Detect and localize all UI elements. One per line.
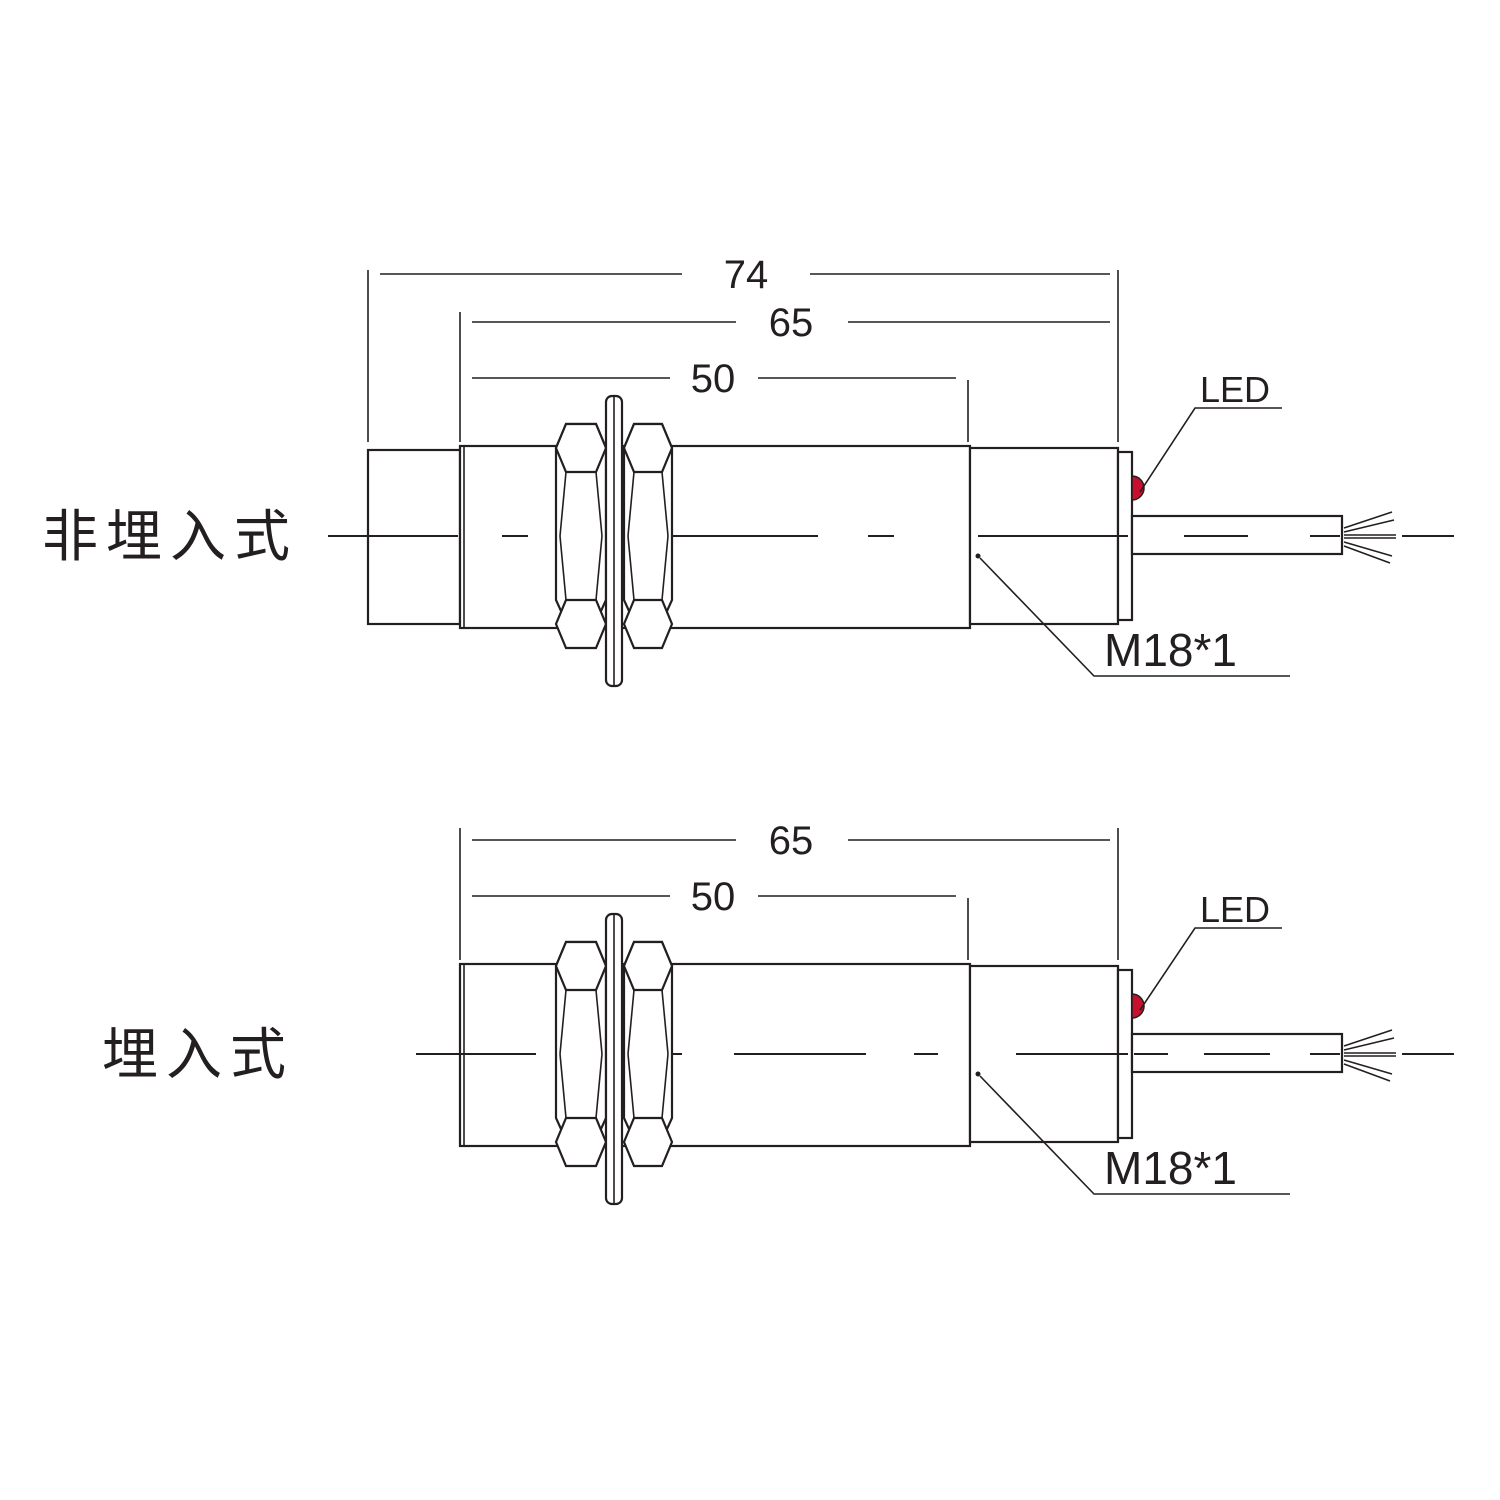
flush-dimension-65: 65 xyxy=(459,819,1119,960)
mounting-nut-left xyxy=(554,422,608,650)
flush-dimension-50: 50 xyxy=(472,875,969,960)
washer xyxy=(604,394,624,688)
dimension-50-label: 50 xyxy=(691,357,736,401)
flush-dimension-50-label: 50 xyxy=(691,875,736,919)
flush-thread-leader-line xyxy=(979,1075,1290,1195)
flush-title: 埋入式 xyxy=(102,1023,294,1088)
thread-label: M18*1 xyxy=(1104,624,1237,676)
flush-cable-wires xyxy=(1343,1029,1396,1082)
flush-threaded-body xyxy=(458,962,972,1148)
flush-dimension-65-label: 65 xyxy=(769,819,814,863)
dimension-65-label: 65 xyxy=(769,301,814,345)
dimension-74: 74 xyxy=(367,253,1119,442)
dimension-74-label: 74 xyxy=(724,253,769,297)
non-flush-title: 非埋入式 xyxy=(42,505,298,570)
flush-mounting-nut-right xyxy=(622,940,674,1168)
dimension-50: 50 xyxy=(472,357,969,442)
flush-led-indicator xyxy=(1131,993,1145,1019)
led-label: LED xyxy=(1200,369,1270,410)
flush-thread-label: M18*1 xyxy=(1104,1142,1237,1194)
cable-wires xyxy=(1343,511,1396,564)
non-flush-sensor-drawing: 非埋入式 74 65 50 xyxy=(42,253,1454,688)
led-indicator xyxy=(1131,475,1145,501)
flush-mounting-nut-left xyxy=(554,940,608,1168)
dimension-65: 65 xyxy=(459,301,1110,442)
thread-leader-line xyxy=(979,557,1290,677)
led-leader-line xyxy=(1139,407,1282,493)
flush-led-leader-line xyxy=(1139,927,1282,1011)
flush-sensor-drawing: 埋入式 65 50 LED xyxy=(102,819,1454,1206)
mounting-nut-right xyxy=(622,422,674,650)
flush-washer xyxy=(604,912,624,1206)
flush-led-label: LED xyxy=(1200,889,1270,930)
